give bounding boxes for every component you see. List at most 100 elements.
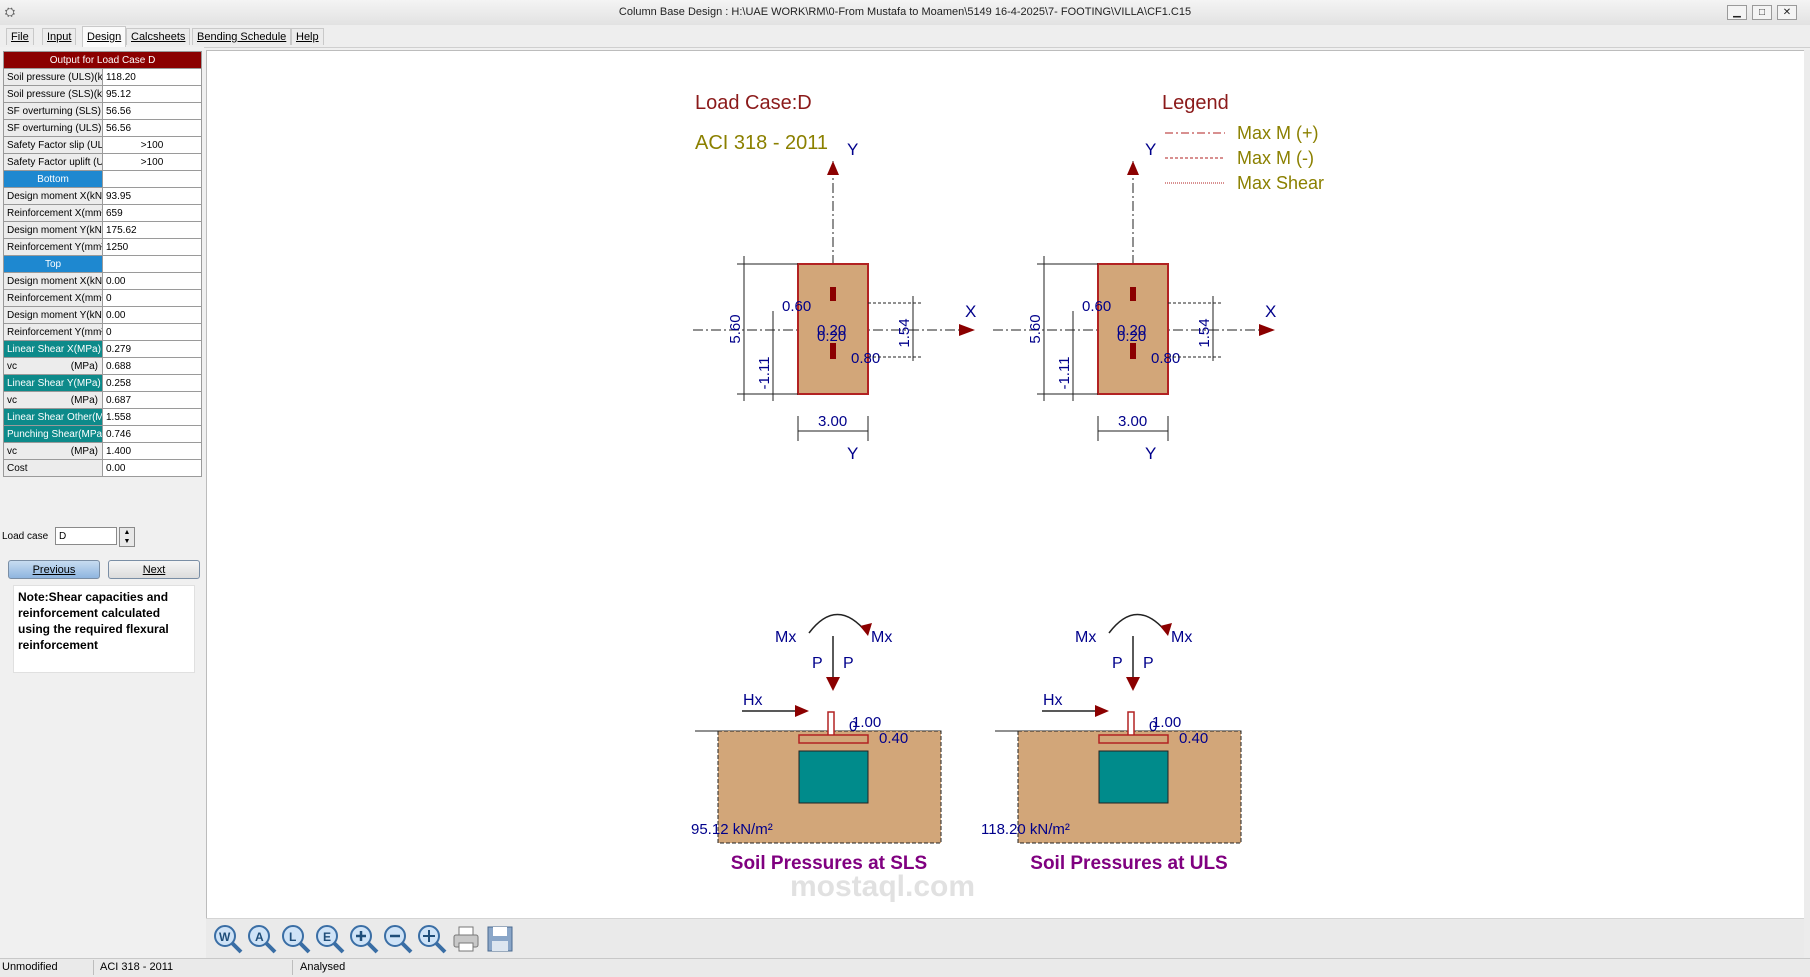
output-label-text: Linear Shear Y: [7, 377, 74, 389]
save-icon[interactable]: [484, 923, 516, 955]
output-label-text: vc: [7, 394, 17, 406]
y-axis-arrow: [827, 161, 839, 175]
view-toolbar: W A L E: [206, 918, 1804, 959]
dim-width: 3.00: [818, 413, 847, 430]
p-label-left: P: [1112, 655, 1123, 672]
output-unit: (mm²/m): [81, 207, 102, 219]
minimize-button[interactable]: ▁: [1727, 5, 1747, 20]
output-label-text: vc: [7, 360, 17, 372]
output-value[interactable]: 0.00: [102, 306, 202, 324]
output-value[interactable]: 0.00: [102, 272, 202, 290]
output-unit: (MPa): [92, 411, 101, 423]
output-value[interactable]: 1250: [102, 238, 202, 256]
output-unit: (MPa): [73, 377, 101, 389]
output-label-text: Design moment X: [7, 275, 87, 287]
sls-caption: Soil Pressures at SLS: [731, 853, 927, 874]
dim-020b: 0.20: [817, 328, 846, 345]
menu-help[interactable]: Help: [291, 28, 324, 45]
maximize-button[interactable]: □: [1752, 5, 1772, 20]
output-value[interactable]: 93.95: [102, 187, 202, 205]
load-case-spinner[interactable]: ▲▼: [119, 527, 135, 547]
dim-020a: 0.20: [1117, 322, 1146, 339]
legend-title: Legend: [1162, 92, 1229, 114]
output-value[interactable]: 0: [102, 323, 202, 341]
output-label-text: Linear Shear Other: [7, 411, 93, 423]
load-case-input[interactable]: D: [55, 527, 117, 545]
output-row: SF overturning (SLS)56.56: [3, 102, 202, 120]
output-value[interactable]: 659: [102, 204, 202, 222]
zoom-all-icon[interactable]: A: [246, 923, 278, 955]
output-value[interactable]: 56.56: [102, 119, 202, 137]
close-button[interactable]: ✕: [1777, 5, 1797, 20]
zoom-out-icon[interactable]: [382, 923, 414, 955]
output-label-text: vc: [7, 445, 17, 457]
section-blank: [102, 255, 202, 273]
output-label: Design moment Y(kNm/m): [3, 221, 103, 239]
output-unit: (kN/m²): [94, 71, 103, 83]
menu-input[interactable]: Input: [42, 28, 77, 45]
output-value[interactable]: 118.20: [102, 68, 202, 86]
output-row: Design moment X(kNm/m)93.95: [3, 187, 202, 205]
load-case-label: Load case: [2, 531, 49, 542]
output-value[interactable]: 175.62: [102, 221, 202, 239]
output-label: Safety Factor uplift (ULS): [3, 153, 103, 171]
y-axis-label-top: Y: [847, 140, 858, 159]
vertical-scrollbar[interactable]: [1804, 50, 1810, 958]
menu-calcsheets[interactable]: Calcsheets: [126, 28, 191, 45]
thickness-dim: 0.40: [1179, 730, 1208, 747]
output-label-text: Safety Factor uplift (ULS): [7, 156, 102, 168]
dim-060: 0.60: [782, 298, 811, 315]
legend-max-shear: Max Shear: [1237, 173, 1324, 193]
output-label-text: SF overturning (SLS): [7, 105, 101, 117]
p-label-right: P: [843, 655, 854, 672]
output-value[interactable]: 0.00: [102, 459, 202, 477]
output-label-text: Reinforcement Y: [7, 241, 82, 253]
output-label-text: Soil pressure (SLS): [7, 88, 94, 100]
output-label-text: Cost: [7, 462, 28, 474]
drawing-canvas[interactable]: Load Case:D ACI 318 - 2011 Legend Max M …: [206, 50, 1806, 920]
output-label-text: Design moment Y: [7, 309, 87, 321]
output-row: Design moment Y(kNm/m)0.00: [3, 306, 202, 324]
output-value[interactable]: 0.688: [102, 357, 202, 375]
output-label: vc(MPa): [3, 391, 103, 409]
output-value[interactable]: 0: [102, 289, 202, 307]
output-value[interactable]: 0.279: [102, 340, 202, 358]
spin-up-icon[interactable]: ▲: [123, 529, 131, 536]
footing-section: [1098, 750, 1169, 804]
output-value[interactable]: 0.687: [102, 391, 202, 409]
pan-icon[interactable]: [416, 923, 448, 955]
print-icon[interactable]: [450, 923, 482, 955]
output-row: Soil pressure (SLS)(kN/m²)95.12: [3, 85, 202, 103]
menu-design[interactable]: Design: [82, 26, 127, 47]
output-label: SF overturning (ULS): [3, 119, 103, 137]
output-value[interactable]: >100: [102, 153, 202, 171]
output-unit: [98, 463, 99, 474]
output-value[interactable]: 1.558: [102, 408, 202, 426]
output-label-text: Design moment X: [7, 190, 87, 202]
menu-file[interactable]: File: [6, 28, 34, 45]
x-axis-arrow: [959, 324, 975, 336]
output-value[interactable]: 0.258: [102, 374, 202, 392]
output-value[interactable]: 95.12: [102, 85, 202, 103]
output-value[interactable]: 1.400: [102, 442, 202, 460]
output-label: Linear Shear X(MPa): [3, 340, 103, 358]
zoom-in-icon[interactable]: [348, 923, 380, 955]
zoom-extents-icon[interactable]: E: [314, 923, 346, 955]
output-value[interactable]: 56.56: [102, 102, 202, 120]
spin-down-icon[interactable]: ▼: [123, 538, 131, 545]
moment-arc: [808, 613, 868, 634]
zoom-last-icon[interactable]: L: [280, 923, 312, 955]
mx-label-left: Mx: [1075, 629, 1096, 646]
zoom-window-icon[interactable]: W: [212, 923, 244, 955]
output-value[interactable]: >100: [102, 136, 202, 154]
base-plate: [1098, 734, 1169, 744]
output-label: Linear Shear Y(MPa): [3, 374, 103, 392]
previous-button[interactable]: Previous: [8, 560, 100, 579]
output-value[interactable]: 0.746: [102, 425, 202, 443]
column-mark: [1130, 343, 1136, 359]
output-row: Safety Factor uplift (ULS)>100: [3, 153, 202, 171]
menu-bar: File Input Design Calcsheets Bending Sch…: [0, 25, 1810, 48]
menu-bending-schedule[interactable]: Bending Schedule: [192, 28, 292, 45]
next-button[interactable]: Next: [108, 560, 200, 579]
output-row: Cost 0.00: [3, 459, 202, 477]
